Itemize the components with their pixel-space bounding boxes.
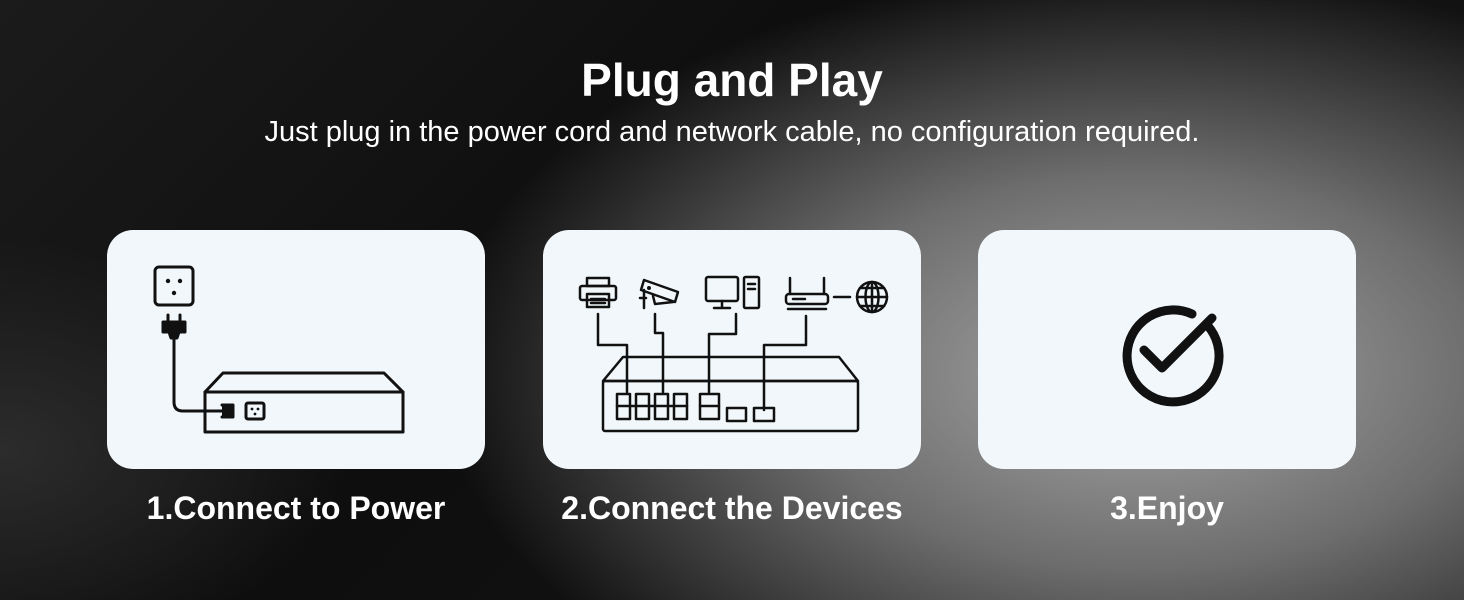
power-cable <box>172 336 224 413</box>
device-cables <box>596 312 808 412</box>
globe-icon <box>855 280 889 314</box>
network-switch-icon <box>601 355 860 433</box>
desktop-computer-icon <box>704 275 761 310</box>
power-outlet-icon <box>153 265 195 307</box>
page-title: Plug and Play <box>581 54 883 106</box>
step-label-devices: 2.Connect the Devices <box>561 490 903 526</box>
printer-icon <box>578 276 618 309</box>
step-card-enjoy <box>978 230 1356 469</box>
step-card-power <box>107 230 485 469</box>
check-circle-icon <box>1122 305 1224 407</box>
step-label-power: 1.Connect to Power <box>146 490 446 526</box>
network-switch-icon <box>203 371 405 434</box>
page-subtitle: Just plug in the power cord and network … <box>264 116 1200 148</box>
router-icon <box>784 276 830 311</box>
step-label-enjoy: 3.Enjoy <box>1110 490 1224 526</box>
step-card-devices <box>543 230 921 469</box>
security-camera-icon <box>638 278 680 310</box>
power-plug-icon <box>161 313 187 340</box>
